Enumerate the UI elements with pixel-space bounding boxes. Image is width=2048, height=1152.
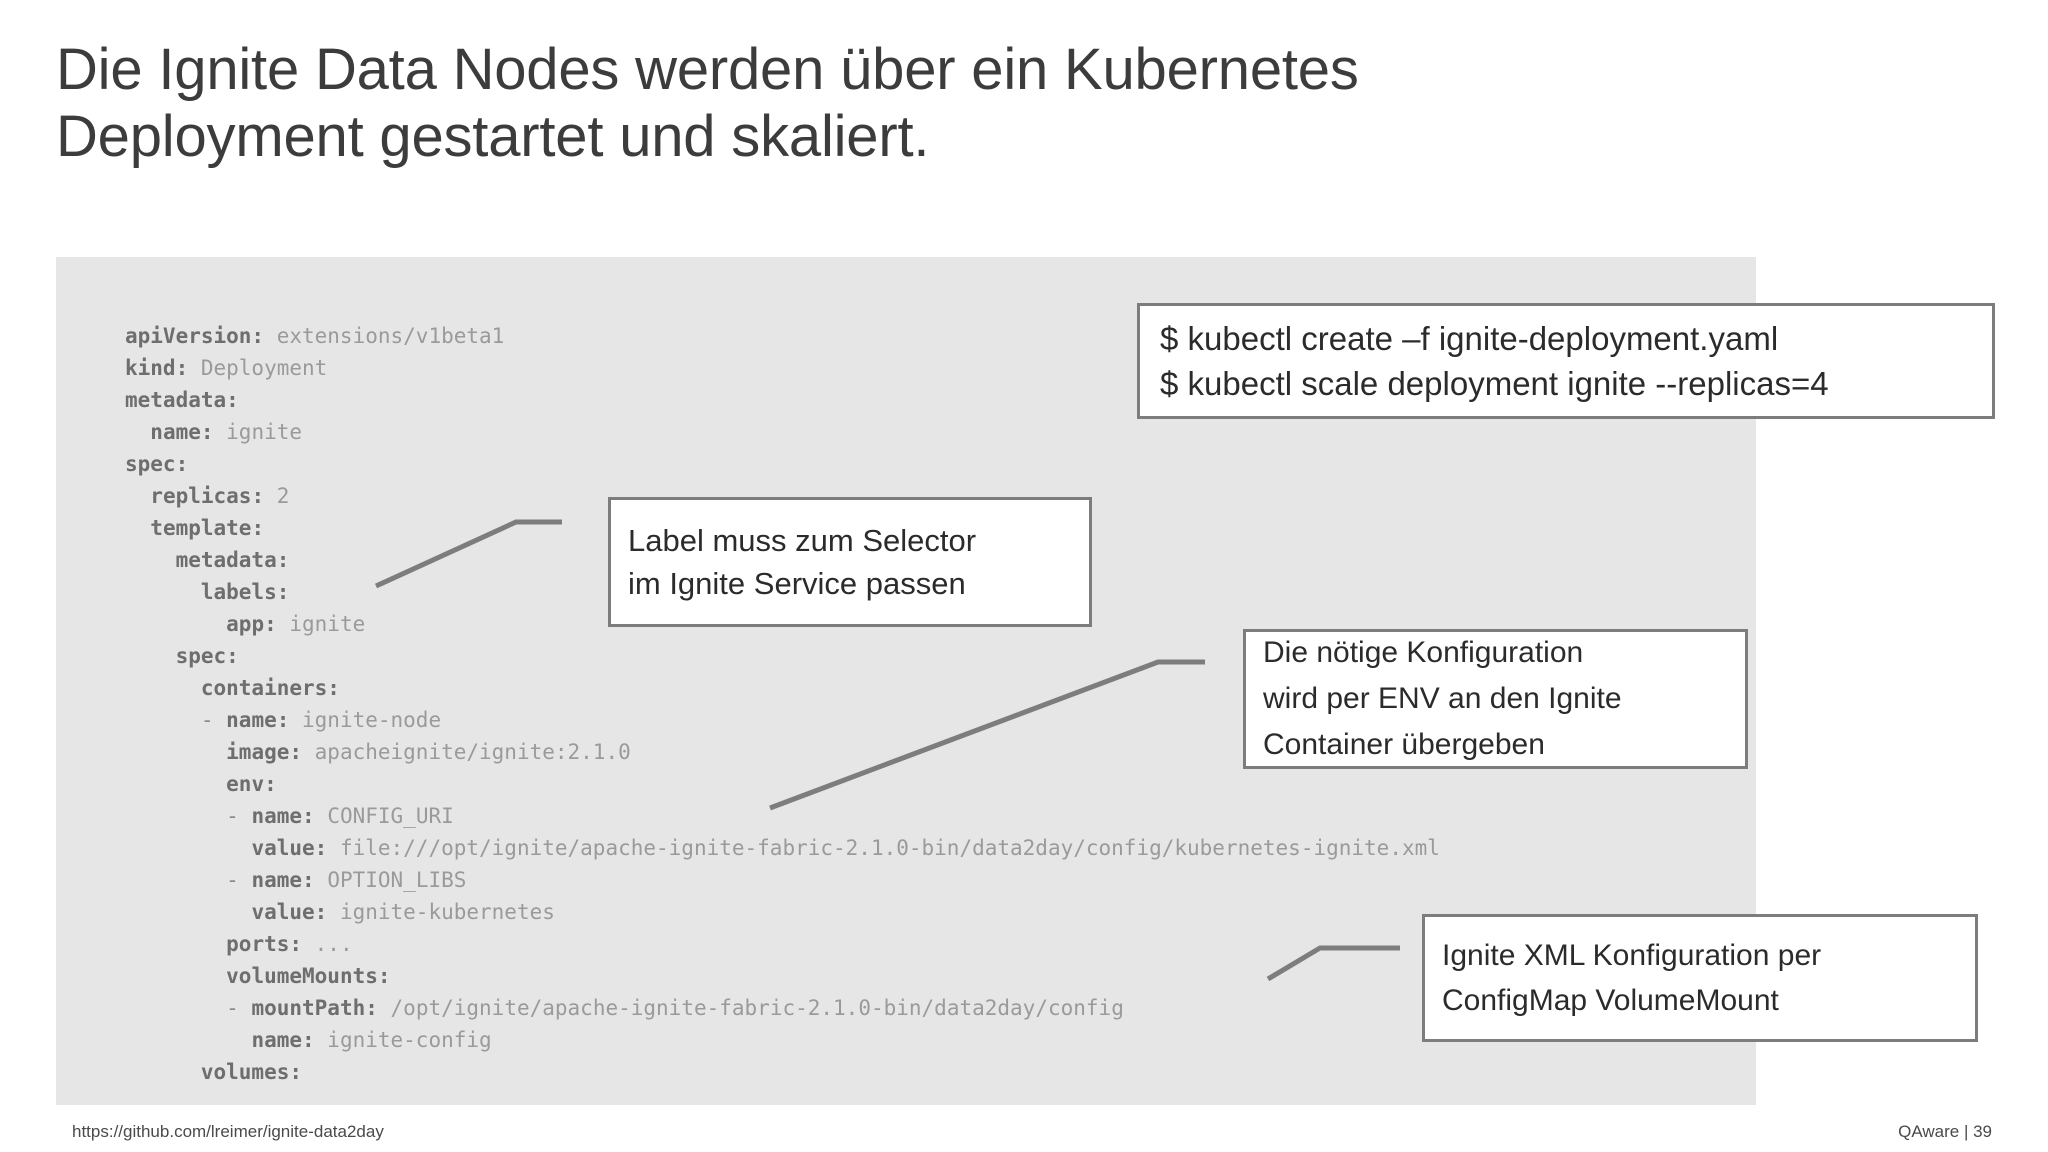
code-line: labels: xyxy=(200,580,290,604)
code-line: metadata: xyxy=(175,548,290,572)
code-line: value: ignite-kubernetes xyxy=(251,900,555,924)
code-line: apiVersion: extensions/v1beta1 xyxy=(125,324,505,348)
code-line: - name: OPTION_LIBS xyxy=(226,868,467,892)
code-line: containers: xyxy=(200,676,340,700)
code-line: spec: xyxy=(125,452,189,476)
code-line: - name: ignite-node xyxy=(200,708,442,732)
env-config-line-3: Container übergeben xyxy=(1263,728,1545,761)
code-line: env: xyxy=(226,772,277,796)
yaml-code-block: apiVersion: extensions/v1beta1 kind: Depl… xyxy=(125,320,1440,1088)
code-line: name: ignite xyxy=(150,420,303,444)
configmap-line-1: Ignite XML Konfiguration per xyxy=(1442,939,1822,972)
code-line: ports: ... xyxy=(226,932,353,956)
env-config-line-1: Die nötige Konfiguration xyxy=(1263,636,1584,669)
code-line: kind: Deployment xyxy=(125,356,328,380)
footer-brand-page: QAware | 39 xyxy=(1898,1122,1992,1141)
code-line: - mountPath: /opt/ignite/apache-ignite-f… xyxy=(226,996,1124,1020)
code-line: app: ignite xyxy=(226,612,366,636)
code-line: replicas: 2 xyxy=(150,484,290,508)
code-line: volumeMounts: xyxy=(226,964,391,988)
code-line: name: ignite-config xyxy=(251,1028,492,1052)
callout-env-configuration: Die nötige Konfiguration wird per ENV an… xyxy=(1243,629,1748,769)
callout-label-selector: Label muss zum Selector im Ignite Servic… xyxy=(608,497,1092,627)
kubectl-command-line-1: $ kubectl create –f ignite-deployment.ya… xyxy=(1160,320,1779,357)
code-line: - name: CONFIG_URI xyxy=(226,804,454,828)
env-config-line-2: wird per ENV an den Ignite xyxy=(1263,682,1622,715)
code-line: spec: xyxy=(175,644,239,668)
callout-kubectl-commands: $ kubectl create –f ignite-deployment.ya… xyxy=(1137,303,1995,419)
callout-configmap-volumemount: Ignite XML Konfiguration per ConfigMap V… xyxy=(1422,914,1978,1042)
page-title: Die Ignite Data Nodes werden über ein Ku… xyxy=(56,37,1359,170)
code-line: template: xyxy=(150,516,265,540)
code-line: volumes: xyxy=(200,1060,303,1084)
label-selector-line-1: Label muss zum Selector xyxy=(628,523,977,558)
code-line: metadata: xyxy=(125,388,239,412)
footer-source-link[interactable]: https://github.com/lreimer/ignite-data2d… xyxy=(72,1122,384,1141)
configmap-line-2: ConfigMap VolumeMount xyxy=(1442,984,1779,1017)
code-line: value: file:///opt/ignite/apache-ignite-… xyxy=(251,836,1440,860)
kubectl-command-line-2: $ kubectl scale deployment ignite --repl… xyxy=(1160,365,1829,402)
label-selector-line-2: im Ignite Service passen xyxy=(628,566,966,601)
code-line: image: apacheignite/ignite:2.1.0 xyxy=(226,740,631,764)
